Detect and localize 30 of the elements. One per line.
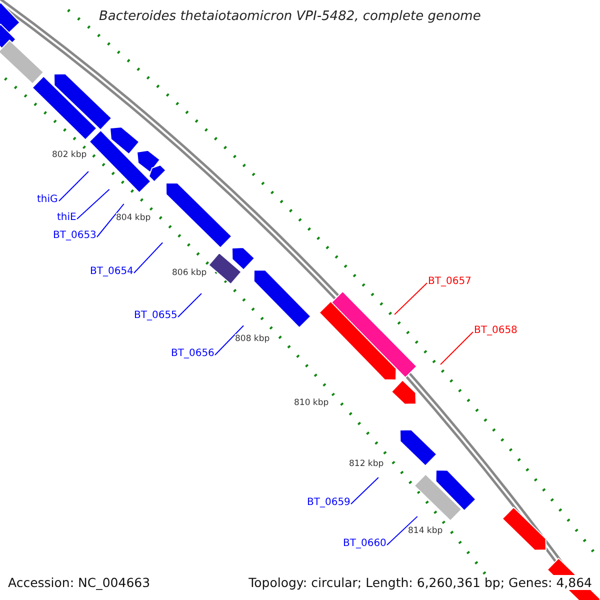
leader-line <box>134 242 164 274</box>
gene-label: BT_0654 <box>90 266 134 278</box>
leader-line <box>58 171 89 202</box>
scale-label: 814 kbp <box>408 526 443 536</box>
gene-label: BT_0658 <box>474 325 518 337</box>
gene-label: BT_0653 <box>53 230 96 242</box>
leader-line <box>76 188 110 220</box>
leader-line <box>394 282 428 316</box>
leader-line <box>96 203 124 238</box>
gene-label: BT_0657 <box>428 276 472 288</box>
scale-label: 808 kbp <box>235 334 270 344</box>
gene-label: BT_0660 <box>343 538 386 550</box>
leader-line <box>386 516 418 546</box>
gene-label: thiG <box>37 194 58 206</box>
genome-title: Bacteroides thetaiotaomicron VPI-5482, complete genome <box>99 9 481 25</box>
scale-label: 804 kbp <box>116 213 151 224</box>
leader-line <box>214 325 244 356</box>
scale-label: 812 kbp <box>349 459 384 470</box>
gene-label: BT_0659 <box>307 497 350 509</box>
leader-line <box>350 476 379 504</box>
genome-info-text: Topology: circular; Length: 6,260,361 bp; Genes: 4,864 <box>248 575 592 590</box>
scale-label: 802 kbp <box>52 150 87 160</box>
accession-text: Accession: NC_004663 <box>8 575 150 590</box>
leader-line <box>440 332 474 365</box>
leader-line <box>178 293 202 318</box>
scale-label: 806 kbp <box>172 268 207 278</box>
scale-label: 810 kbp <box>294 398 329 408</box>
gene-label: BT_0655 <box>134 310 178 322</box>
gene-label: BT_0656 <box>171 348 214 360</box>
gene-label: thiE <box>57 212 76 224</box>
